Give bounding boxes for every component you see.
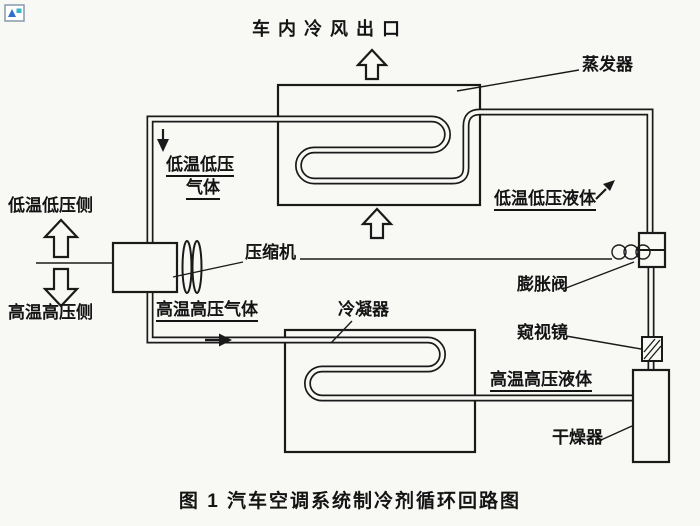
dryer-leader [600, 425, 633, 441]
dryer-label: 干燥器 [552, 428, 603, 447]
compressor-pulley-inner [191, 240, 203, 294]
flow-arrow-up-shaft [595, 188, 607, 200]
sight-glass-label: 窥视镜 [517, 323, 568, 342]
high-pressure-liquid-label: 高温高压液体 [490, 371, 592, 392]
cold-air-outlet-label: 车内冷风出口 [252, 19, 408, 39]
compressor-label: 压缩机 [245, 243, 296, 262]
image-placeholder-icon [4, 4, 25, 22]
components [111, 231, 671, 464]
evaporator-leader [456, 69, 580, 92]
high-pressure-side-label: 高温高压侧 [8, 303, 93, 322]
capillary-coil-loop [623, 244, 639, 260]
compressor-pulley-outer [181, 240, 193, 294]
condenser-leader [330, 320, 353, 344]
expansion-valve-leader [565, 261, 635, 289]
high-side-down-arrow-icon [42, 267, 80, 308]
sight-glass-hatch [643, 338, 662, 361]
air-out-up-arrow-icon [355, 48, 389, 81]
block-arrows [42, 48, 394, 308]
capillary-coil-loop [611, 244, 627, 260]
low-pressure-gas-label-line2: 气体 [186, 179, 220, 200]
compressor-leader [172, 261, 244, 278]
compressor-body [111, 241, 179, 294]
low-pressure-liquid-label: 低温低压液体 [494, 190, 596, 211]
low-pressure-gas-label-line1: 低温低压 [166, 156, 234, 177]
capillary-coil-loop [635, 244, 651, 260]
condenser-label: 冷凝器 [338, 300, 389, 319]
flow-arrows [157, 129, 615, 347]
figure-caption: 图 1 汽车空调系统制冷剂循环回路图 [178, 491, 522, 512]
air-in-up-arrow-icon [360, 207, 394, 240]
condenser-box [283, 328, 477, 454]
low-side-up-arrow-icon [42, 218, 80, 259]
sight-glass-leader [565, 335, 642, 350]
dryer-body [631, 368, 671, 464]
evaporator-label: 蒸发器 [582, 55, 633, 74]
flow-arrow-right-icon [219, 333, 232, 347]
evaporator-box [276, 83, 482, 207]
expansion-valve-label: 膨胀阀 [517, 275, 568, 294]
flow-arrow-up-icon [603, 180, 615, 191]
leader-lines [36, 69, 651, 441]
flow-arrow-down-icon [157, 139, 169, 152]
heat-exchanger-boxes [276, 83, 482, 454]
low-pressure-side-label: 低温低压侧 [8, 196, 93, 215]
high-pressure-gas-label: 高温高压气体 [156, 301, 258, 322]
